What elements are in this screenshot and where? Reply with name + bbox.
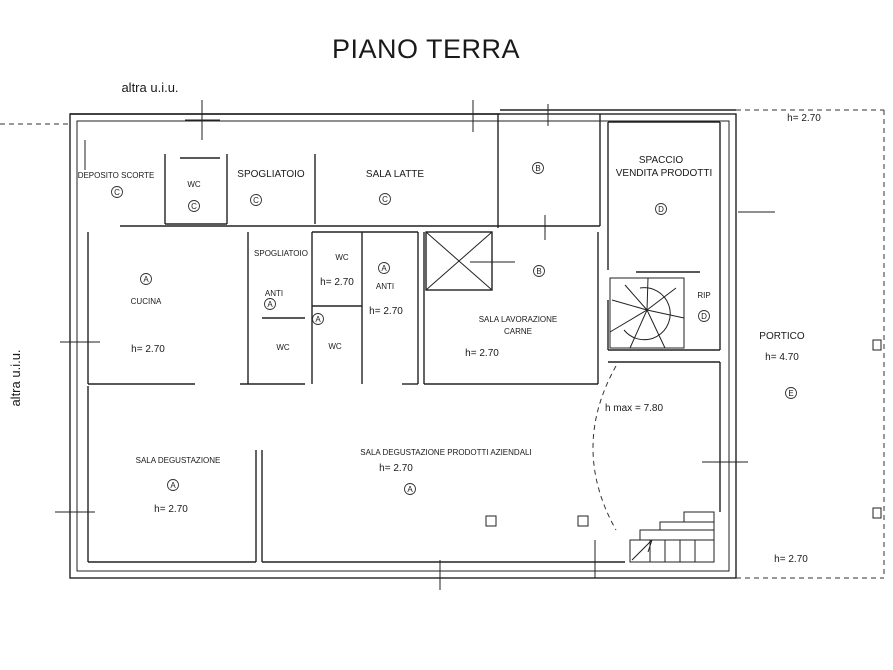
neighbour-label-top: altra u.i.u. [121,80,178,95]
room-marker: C [253,196,259,205]
room-label-sala-lavorazione: SALA LAVORAZIONE [479,315,558,324]
room-height: h= 2.70 [465,348,499,359]
curved-glazing [592,365,617,531]
room-height: h= 2.70 [774,554,808,565]
pillar-icon [485,515,497,527]
room-marker: C [114,188,120,197]
room-label-deposito-scorte: DEPOSITO SCORTE [78,171,155,180]
room-label-sala-degustazione-prodotti: SALA DEGUSTAZIONE PRODOTTI AZIENDALI [360,448,531,457]
room-marker: A [315,315,321,324]
marker-icon [111,186,123,198]
spiral-stair-icon [609,277,685,349]
room-marker: A [267,300,273,309]
room-label-anti: ANTI [265,289,283,298]
plan-title: PIANO TERRA [332,34,520,64]
room-marker: E [788,389,793,398]
room-label-wc-upper: WC [335,253,349,262]
room-marker: A [143,275,149,284]
marker-icon [698,310,710,322]
marker-icon [379,193,391,205]
room-height: h= 2.70 [320,277,354,288]
room-marker: D [658,205,664,214]
room-marker: C [382,195,388,204]
room-label-spaccio-line2: VENDITA PRODOTTI [616,168,713,179]
room-marker: A [407,485,413,494]
room-label-spaccio: SPACCIO [639,155,683,166]
room-label-wc-mid: WC [328,342,342,351]
room-marker: C [191,202,197,211]
room-height: h= 2.70 [787,113,821,124]
marker-icon [404,483,416,495]
room-label-wc: WC [187,180,201,189]
marker-icon [264,298,276,310]
room-height: h= 4.70 [765,352,799,363]
marker-icon [188,200,200,212]
portico-outline [736,109,885,579]
room-height: h= 2.70 [379,463,413,474]
room-label-cucina: CUCINA [131,297,162,306]
room-label-wc-left: WC [276,343,290,352]
marker-icon [533,265,545,277]
room-label-sala-degustazione: SALA DEGUSTAZIONE [136,456,221,465]
room-label-spogliatoio-a: SPOGLIATOIO [254,249,308,258]
pillar-icon [577,515,589,527]
room-label-spogliatoio: SPOGLIATOIO [237,169,305,180]
room-marker: B [535,164,540,173]
room-marker: D [701,312,707,321]
marker-icon [532,162,544,174]
room-label-anti-right: ANTI [376,282,394,291]
marker-icon [655,203,667,215]
interior-walls [84,114,721,563]
straight-stair-icon [629,511,715,563]
room-label-portico: PORTICO [759,331,805,342]
room-height-max: h max = 7.80 [605,403,664,414]
marker-icon [378,262,390,274]
outer-walls [69,109,737,579]
marker-icon [312,313,324,325]
marker-icon [785,387,797,399]
room-label-rip: RIP [697,291,710,300]
room-marker: B [536,267,541,276]
room-marker: A [170,481,176,490]
neighbour-label-left: altra u.i.u. [8,349,23,406]
room-label-sala-lavorazione-line2: CARNE [504,327,532,336]
room-height: h= 2.70 [131,344,165,355]
marker-icon [167,479,179,491]
room-height: h= 2.70 [154,504,188,515]
room-label-sala-latte: SALA LATTE [366,169,425,180]
room-marker: A [381,264,387,273]
marker-icon [140,273,152,285]
marker-icon [250,194,262,206]
void-cross-icon [425,231,493,291]
room-height: h= 2.70 [369,306,403,317]
